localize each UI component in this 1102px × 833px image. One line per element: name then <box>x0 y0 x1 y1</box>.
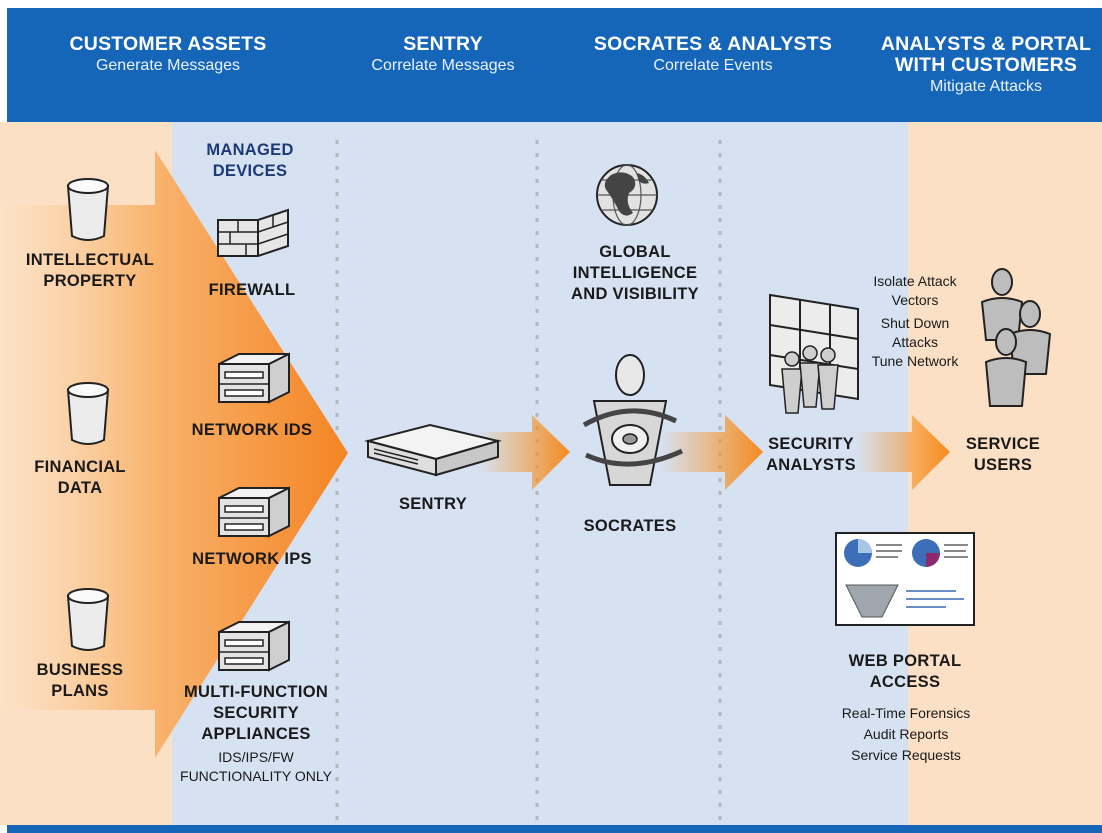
header-bar: CUSTOMER ASSETS Generate Messages SENTRY… <box>7 8 1102 122</box>
server-icon <box>218 352 290 404</box>
header-title: SENTRY <box>403 33 483 55</box>
header-title: ANALYSTS & PORTAL WITH CUSTOMERS <box>880 33 1092 76</box>
analyst-action: Tune Network <box>871 353 959 369</box>
header-subtitle: Mitigate Attacks <box>929 78 1043 95</box>
portal-feature: Audit Reports <box>863 726 949 742</box>
header-col-sentry: SENTRY Correlate Messages <box>343 34 543 77</box>
header-col-analysts-portal: ANALYSTS & PORTAL WITH CUSTOMERS Mitigat… <box>867 34 1102 98</box>
device-label-multi-function: MULTI-FUNCTION SECURITY APPLIANCES <box>183 683 329 743</box>
analysts-to-users-arrow <box>855 415 950 490</box>
portal-feature: Real-Time Forensics <box>841 705 971 721</box>
service-users-icon <box>980 268 1052 407</box>
web-portal-label: WEB PORTAL ACCESS <box>848 652 962 691</box>
analysts-icon <box>769 293 859 414</box>
device-label-network-ids: NETWORK IDS <box>191 421 313 439</box>
portal-feature: Service Requests <box>851 747 961 763</box>
header-subtitle: Correlate Messages <box>371 57 515 74</box>
device-note: IDS/IPS/FW FUNCTIONALITY ONLY <box>180 749 332 784</box>
header-title: CUSTOMER ASSETS <box>69 33 267 55</box>
header-title: SOCRATES & ANALYSTS <box>593 33 833 55</box>
header-subtitle: Correlate Events <box>653 57 773 74</box>
asset-label: FINANCIAL DATA <box>34 458 126 497</box>
sentry-label: SENTRY <box>398 495 468 513</box>
globe-icon <box>596 164 658 226</box>
service-users-label: SERVICE USERS <box>965 435 1041 474</box>
header-subtitle: Generate Messages <box>95 57 241 74</box>
header-col-socrates-analysts: SOCRATES & ANALYSTS Correlate Events <box>573 34 853 77</box>
firewall-icon <box>217 208 289 257</box>
socrates-to-analysts-arrow <box>660 415 763 490</box>
header-col-customer-assets: CUSTOMER ASSETS Generate Messages <box>43 34 293 77</box>
security-analysts-label: SECURITY ANALYSTS <box>766 435 856 474</box>
managed-devices-heading: MANAGED DEVICES <box>206 141 294 180</box>
socrates-label: SOCRATES <box>583 517 677 535</box>
sentry-to-socrates-arrow <box>478 415 570 490</box>
server-icon <box>218 620 290 672</box>
socrates-icon <box>582 354 684 486</box>
asset-label: BUSINESS PLANS <box>36 661 124 700</box>
sentry-appliance-icon <box>364 423 502 477</box>
footer-bar <box>7 825 1102 833</box>
database-icon <box>66 382 110 445</box>
analyst-action: Shut Down Attacks <box>880 315 950 350</box>
server-icon <box>218 486 290 538</box>
device-label-network-ips: NETWORK IPS <box>192 550 312 568</box>
analyst-action: Isolate Attack Vectors <box>873 273 957 308</box>
web-portal-icon <box>835 532 975 626</box>
device-label-firewall: FIREWALL <box>208 281 296 299</box>
database-icon <box>66 178 110 241</box>
global-intelligence-label: GLOBAL INTELLIGENCE AND VISIBILITY <box>571 243 699 303</box>
asset-label: INTELLECTUAL PROPERTY <box>25 251 155 290</box>
users-band <box>908 122 1102 825</box>
database-icon <box>66 588 110 651</box>
